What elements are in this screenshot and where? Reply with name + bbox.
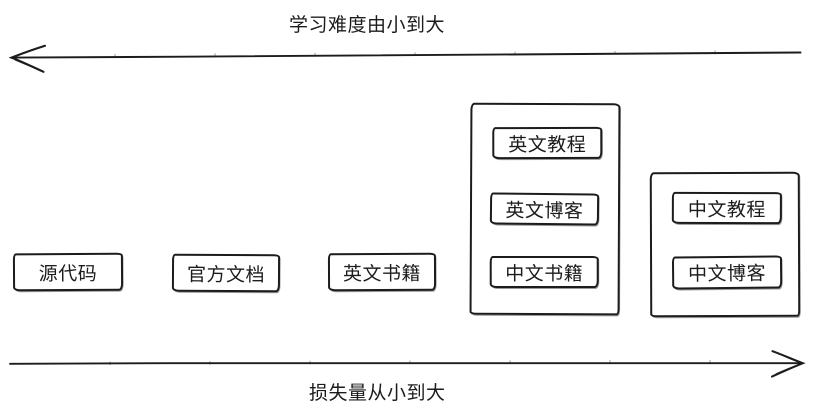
group-box-1: 英文教程 英文博客 中文书籍 (469, 102, 621, 316)
box-english-tutorials-label: 英文教程 (508, 134, 587, 156)
box-english-blogs: 英文博客 (489, 192, 600, 226)
box-chinese-tutorials-label: 中文教程 (687, 199, 766, 221)
box-chinese-blogs: 中文博客 (671, 255, 783, 290)
box-chinese-blogs-label: 中文博客 (688, 263, 767, 286)
group-box-2: 中文教程 中文博客 (649, 171, 801, 318)
top-axis-label: 学习难度由小到大 (289, 15, 446, 36)
box-official-docs: 官方文档 (171, 253, 281, 293)
box-english-books: 英文书籍 (327, 252, 437, 292)
box-source-code-label: 源代码 (38, 263, 98, 285)
box-english-books-label: 英文书籍 (342, 263, 422, 285)
right-arrow-icon (9, 350, 806, 378)
box-chinese-books: 中文书籍 (489, 255, 599, 289)
box-source-code: 源代码 (12, 252, 124, 292)
bottom-axis-label: 损失量从小到大 (309, 383, 446, 404)
box-chinese-tutorials: 中文教程 (671, 191, 782, 225)
left-arrow-icon (8, 44, 802, 73)
box-english-blogs-label: 英文博客 (505, 200, 584, 222)
box-chinese-books-label: 中文书籍 (505, 263, 584, 285)
box-official-docs-label: 官方文档 (186, 264, 266, 286)
box-english-tutorials: 英文教程 (492, 126, 603, 160)
